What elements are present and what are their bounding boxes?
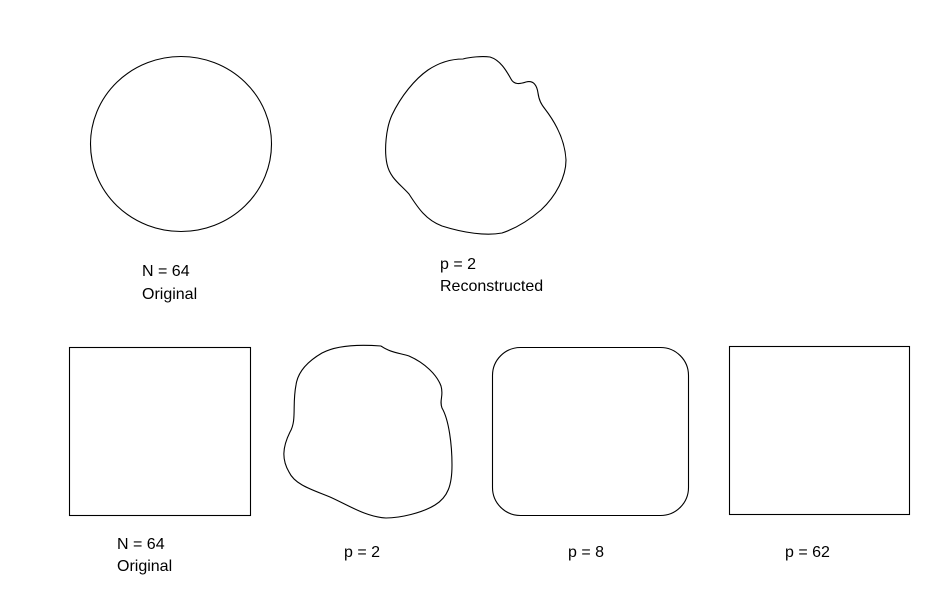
reconstructed-circle-p2 bbox=[385, 56, 567, 235]
row1-reconstructed-panel: p = 2 Reconstructed bbox=[385, 56, 567, 295]
row2-original-panel: N = 64 Original bbox=[68, 346, 252, 575]
row1-reconstructed-title: Reconstructed bbox=[440, 278, 543, 295]
reconstructed-square-p8 bbox=[491, 346, 690, 517]
row2-original-n-label: N = 64 bbox=[117, 536, 165, 553]
row1-original-title: Original bbox=[142, 286, 197, 303]
row2-p62-label: p = 62 bbox=[785, 544, 830, 561]
row1-reconstructed-p-label: p = 2 bbox=[440, 256, 476, 273]
row2-p8-label: p = 8 bbox=[568, 544, 604, 561]
row2-p2-label: p = 2 bbox=[344, 544, 380, 561]
row2-p2-panel: p = 2 bbox=[283, 344, 453, 561]
original-circle bbox=[89, 55, 273, 233]
row1-original-panel: N = 64 Original bbox=[89, 55, 273, 303]
row2-p62-panel: p = 62 bbox=[728, 345, 911, 561]
row2-p8-panel: p = 8 bbox=[491, 346, 690, 561]
row2-original-title: Original bbox=[117, 558, 172, 575]
row1-original-n-label: N = 64 bbox=[142, 263, 190, 280]
reconstructed-square-p62 bbox=[728, 345, 911, 516]
reconstructed-square-p2 bbox=[283, 344, 453, 519]
original-square bbox=[68, 346, 252, 517]
